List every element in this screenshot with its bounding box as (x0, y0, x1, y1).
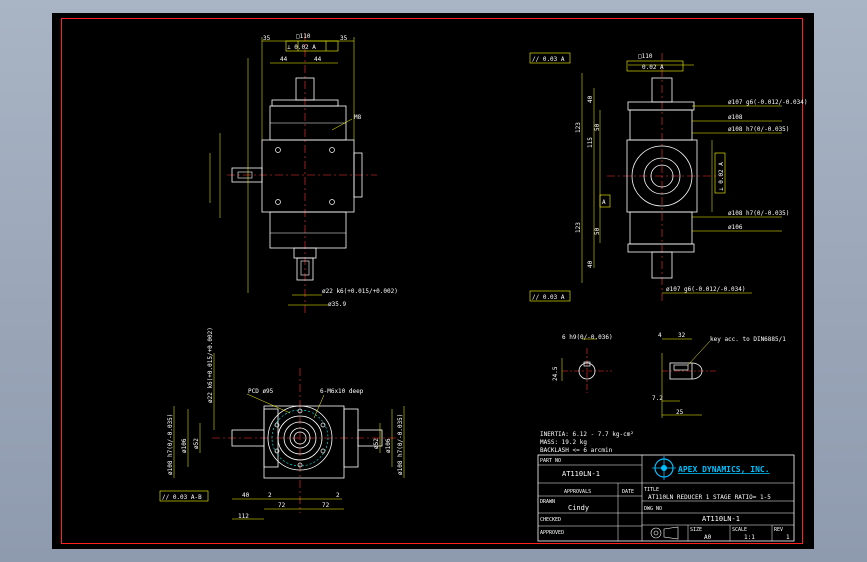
side-vlabel-2: 50 (594, 123, 601, 131)
key-din-note: key acc. to DIN6885/1 (710, 336, 786, 343)
side-vlabel-3: 123 (575, 122, 582, 133)
key-dim-32: 32 (678, 332, 686, 339)
side-runout-top: // 0.03 A (532, 56, 565, 63)
bottom-view: ø22 k6(+0.015/+0.002) PCD ø95 6-M6x10 de… (159, 327, 405, 520)
bottom-dim-40: 40 (242, 492, 250, 499)
key-dim-25: 25 (676, 409, 684, 416)
side-dia-106: ø106 (728, 224, 743, 231)
tb-dwg-no-label: DWG NO (644, 506, 662, 512)
cad-drawing: 35 □110 ⊥ 0.02 A 35 44 44 M8 ø22 k6(+0.0… (159, 33, 807, 542)
bottom-right-dia-1: ø52 (373, 438, 380, 449)
side-dia-top: ø107 g6(-0.012/-0.034) (728, 99, 807, 106)
notes: INERTIA: 6.12 - 7.7 kg-cm² MASS: 19.2 kg… (540, 431, 634, 454)
front-dim-top-left: 35 (263, 35, 271, 42)
bottom-dim-2-right: 2 (336, 492, 340, 499)
side-runout-bottom: // 0.03 A (532, 294, 565, 301)
tb-checked-label: CHECKED (540, 517, 561, 523)
key-detail: 6 h9(0/-0.036) 24.5 4 32 key acc. to DIN… (552, 332, 786, 418)
front-dim-top-right: 35 (340, 35, 348, 42)
tb-title-label: TITLE (644, 487, 659, 493)
side-dia-108: ø108 (728, 114, 743, 121)
note-inertia: INERTIA: 6.12 - 7.7 kg-cm² (540, 431, 634, 438)
side-tolerance-frame: 0.02 A (642, 64, 664, 71)
bottom-dim-72-right: 72 (322, 502, 330, 509)
bottom-left-dia-2: ø106 (181, 438, 188, 453)
key-dia: 24.5 (552, 366, 559, 381)
tb-size: A0 (704, 534, 712, 541)
bottom-runout: // 0.03 A-B (162, 494, 202, 501)
side-datum: A (602, 199, 606, 206)
side-dia-bottom: ø107 g6(-0.012/-0.034) (666, 286, 745, 293)
bottom-dim-2-left: 2 (268, 492, 272, 499)
front-square-sym: □110 (296, 33, 311, 40)
tb-dwg-no: AT110LN-1 (702, 515, 740, 523)
tb-size-label: SIZE (690, 527, 702, 533)
drawing-frame (61, 18, 803, 544)
tb-rev: 1 (786, 534, 790, 541)
front-dim-left-44: 44 (280, 56, 288, 63)
key-keyway-dim: 6 h9(0/-0.036) (562, 334, 613, 341)
side-vlabel-7: 40 (587, 260, 594, 268)
tb-drawn-label: DRAWN (540, 499, 555, 505)
side-vlabel-4: 115 (587, 137, 594, 148)
tb-part-no: AT110LN-1 (562, 470, 600, 478)
side-dia-108-h7-top: ø108 h7(0/-0.035) (728, 126, 789, 133)
front-shaft-dia: ø22 k6(+0.015/+0.002) (322, 288, 398, 295)
bottom-dim-112: 112 (238, 513, 249, 520)
tb-approved-label: APPROVED (540, 530, 564, 536)
drawing-canvas: 35 □110 ⊥ 0.02 A 35 44 44 M8 ø22 k6(+0.0… (52, 13, 814, 549)
side-vlabel-5: 123 (575, 222, 582, 233)
company-logo-icon (652, 456, 676, 480)
tb-title: AT110LN REDUCER 1 STAGE RATIO= 1-5 (648, 494, 771, 501)
bottom-dim-72-left: 72 (278, 502, 286, 509)
bottom-thread-holes: 6-M6x10 deep (320, 388, 364, 395)
title-block: APEX DYNAMICS, INC. PART NO AT110LN-1 AP… (537, 454, 795, 542)
tb-date-label: DATE (622, 489, 634, 495)
tb-part-no-label: PART NO (540, 458, 561, 464)
side-view: // 0.03 A □110 0.02 A ø107 g6(-0.012/-0.… (529, 52, 807, 303)
note-mass: MASS: 19.2 kg (540, 439, 587, 446)
tb-rev-label: REV (774, 527, 783, 533)
key-dim-7-2: 7.2 (652, 395, 663, 402)
front-tolerance-frame: ⊥ 0.02 A (287, 44, 316, 51)
bottom-right-dia-3: ø108 h7(0/-0.035) (397, 414, 404, 475)
bottom-left-dia-1: ø108 h7(0/-0.035) (167, 414, 174, 475)
bottom-left-dia-3: ø52 (193, 438, 200, 449)
side-vertical-frame: ⊥ 0.02 A (718, 162, 725, 191)
note-backlash: BACKLASH <= 6 arcmin (540, 447, 613, 454)
front-flange-dia: ø35.9 (328, 301, 346, 308)
side-square-sym: □110 (638, 53, 653, 60)
front-dim-right-44: 44 (314, 56, 322, 63)
tb-scale-label: SCALE (732, 527, 747, 533)
key-dim-4: 4 (658, 332, 662, 339)
bottom-shaft-dia: ø22 k6(+0.015/+0.002) (207, 327, 214, 403)
bottom-right-dia-2: ø106 (385, 438, 392, 453)
side-dia-108-h7-bottom: ø108 h7(0/-0.035) (728, 210, 789, 217)
company-name: APEX DYNAMICS, INC. (678, 465, 770, 474)
bottom-pcd: PCD ø95 (248, 388, 274, 395)
tb-scale: 1:1 (744, 534, 755, 541)
front-view: 35 □110 ⊥ 0.02 A 35 44 44 M8 ø22 k6(+0.0… (209, 33, 398, 313)
side-vlabel-1: 40 (587, 95, 594, 103)
tb-drawn-by: Cindy (568, 504, 589, 512)
projection-symbol-icon (650, 526, 679, 540)
tb-approvals-label: APPROVALS (564, 489, 591, 495)
front-thread-label: M8 (354, 114, 362, 121)
side-vlabel-6: 50 (594, 227, 601, 235)
